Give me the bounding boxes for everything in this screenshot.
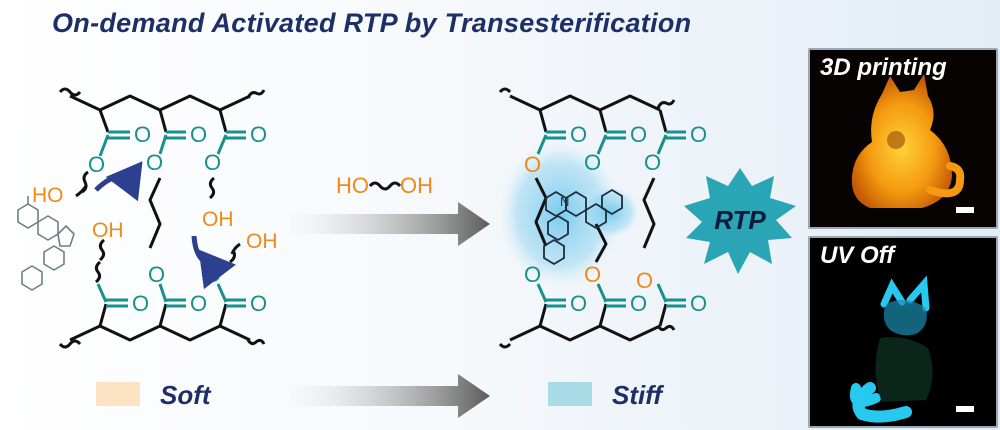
stiffening-arrow-icon: [290, 374, 490, 418]
new-ester-oxygen: O: [524, 152, 541, 177]
carbonyl-oxygen: O: [570, 291, 587, 316]
rtp-badge: RTP: [684, 168, 796, 274]
carbonyl-oxygen: O: [132, 291, 149, 316]
right-ester-5: O O: [584, 223, 647, 327]
right-ester-4: O O: [524, 262, 587, 327]
ester-oxygen: O: [584, 150, 601, 175]
reagent: HO OH: [336, 173, 433, 198]
right-top-backbone: [509, 94, 661, 112]
scale-bar-icon: [956, 207, 974, 213]
wavy-bond-icon: [656, 324, 676, 332]
ester-oxygen: O: [204, 150, 221, 175]
carbonyl-oxygen: O: [190, 291, 207, 316]
carbonyl-oxygen: O: [570, 122, 587, 147]
left-top-backbone: [69, 94, 251, 112]
wavy-bond-icon: [498, 342, 512, 349]
ester-oxygen: O: [88, 152, 105, 177]
wavy-bond-icon: [94, 260, 102, 284]
carbonyl-oxygen: O: [134, 122, 151, 147]
wavy-bond-icon: [58, 339, 82, 349]
stiff-swatch: [548, 382, 592, 406]
right-ester-3: O O: [642, 109, 707, 249]
stiff-label: Stiff: [612, 380, 664, 410]
soft-swatch: [96, 382, 140, 406]
wavy-bond-icon: [98, 238, 106, 262]
right-ester-6: O O: [636, 268, 707, 327]
hydroxyl-label: OH: [92, 219, 124, 242]
carbazole-icon: [543, 188, 623, 266]
cyan-cat-afterglow: [850, 275, 933, 423]
wavy-bond-icon: [75, 185, 88, 198]
ester-oxygen: O: [148, 262, 165, 287]
photo-uv-off: UV Off: [808, 236, 998, 428]
wavy-bond-icon: [246, 338, 266, 346]
left-ester-3: O O: [204, 109, 267, 200]
left-bottom-backbone: [69, 324, 251, 342]
photo-label-3d-printing: 3D printing: [820, 54, 947, 81]
reagent-hydroxyl-left: HO: [336, 173, 369, 198]
right-bottom-backbone: [509, 324, 661, 342]
new-ester-oxygen: O: [636, 268, 653, 293]
propyl-linker: [148, 177, 162, 249]
rtp-badge-label: RTP: [714, 205, 766, 235]
wavy-bond-icon: [656, 99, 676, 109]
hydroxyl-label: OH: [202, 208, 234, 231]
carbonyl-oxygen: O: [630, 291, 647, 316]
orange-cat-print: [851, 74, 965, 208]
soft-label: Soft: [160, 380, 212, 410]
figure-title: On-demand Activated RTP by Transesterifi…: [52, 8, 692, 38]
propyl-linker: [642, 177, 656, 249]
left-ester-2: O O: [146, 109, 207, 249]
carbonyl-oxygen: O: [690, 291, 707, 316]
new-ester-oxygen: O: [584, 262, 601, 287]
carbazole-icon: [17, 196, 75, 291]
right-ester-1: O O: [524, 109, 587, 247]
wavy-bond-icon: [498, 87, 512, 94]
carbazole-nitrogen: N: [560, 194, 569, 209]
carbonyl-oxygen: O: [250, 122, 267, 147]
carbonyl-oxygen: O: [190, 122, 207, 147]
reaction-arrow-icon: [290, 202, 490, 246]
carbonyl-oxygen: O: [690, 122, 707, 147]
wavy-bond-icon: [246, 89, 266, 99]
left-ester-5: O O: [148, 262, 207, 327]
starburst-badge-icon: [684, 168, 796, 274]
ester-oxygen: O: [524, 262, 541, 287]
wavy-bond-icon: [368, 181, 402, 191]
ester-oxygen: O: [146, 150, 163, 175]
left-ester-1: O O: [81, 109, 151, 194]
left-ester-6: O O: [204, 251, 267, 327]
wavy-bond-icon: [230, 242, 241, 255]
left-network: O O O O O O: [17, 87, 278, 349]
right-network: O O O O O O: [498, 87, 707, 349]
photo-label-uv-off: UV Off: [820, 242, 895, 269]
reagent-hydroxyl-right: OH: [400, 173, 433, 198]
scale-bar-icon: [956, 406, 974, 412]
photo-3d-printing: 3D printing: [808, 48, 998, 229]
right-ester-2: O O: [584, 109, 647, 175]
left-ester-4: O: [94, 260, 149, 327]
curved-arrow-icon: [191, 235, 236, 290]
ester-oxygen: O: [644, 150, 661, 175]
hydroxyl-label: HO: [32, 184, 64, 207]
wavy-bond-icon: [208, 176, 216, 200]
curved-arrow-icon: [94, 161, 143, 202]
carbonyl-oxygen: O: [630, 122, 647, 147]
hydroxyl-label: OH: [246, 230, 278, 253]
carbonyl-oxygen: O: [250, 291, 267, 316]
wavy-bond-icon: [58, 87, 82, 97]
